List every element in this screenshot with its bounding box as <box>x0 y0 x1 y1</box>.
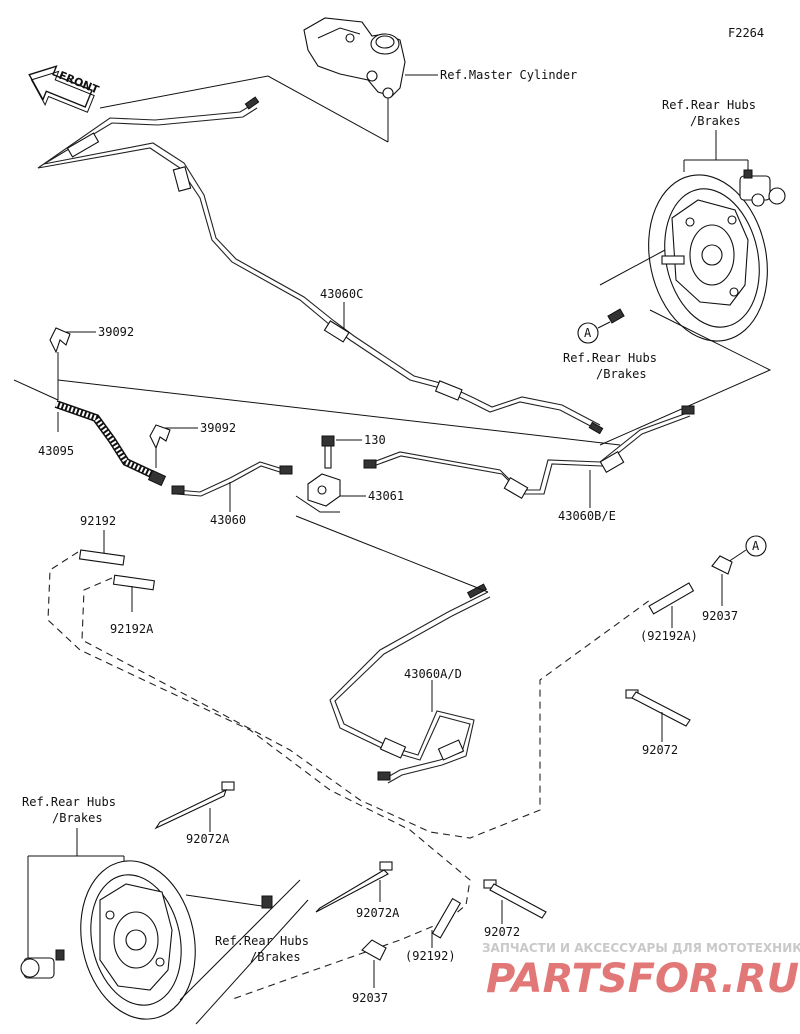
tube-92192a-paren <box>648 582 695 615</box>
label-43060ad: 43060A/D <box>404 667 462 681</box>
ref-rear-hubs-bottom-1: Ref.Rear Hubs <box>22 795 116 809</box>
ref-master-cylinder: Ref.Master Cylinder <box>440 68 577 82</box>
ref-rear-hubs-mid-2: /Brakes <box>596 367 647 381</box>
figure-code: F2264 <box>728 26 764 40</box>
label-92072-a: 92072 <box>642 743 678 757</box>
label-92037-b: 92037 <box>352 991 388 1005</box>
hose-43095 <box>54 400 167 487</box>
front-arrow-icon <box>28 65 95 113</box>
label-92072-b: 92072 <box>484 925 520 939</box>
label-39092-b: 39092 <box>200 421 236 435</box>
ref-rear-hubs-top-1: Ref.Rear Hubs <box>662 98 756 112</box>
label-92192-paren: (92192) <box>405 949 456 963</box>
master-cylinder <box>303 17 406 99</box>
pipe-43060be <box>363 405 695 499</box>
svg-text:A: A <box>752 539 760 553</box>
joint-43061 <box>307 473 341 507</box>
label-92192a: 92192A <box>110 622 154 636</box>
watermark-logo: PARTSFOR.RU <box>486 956 799 1002</box>
rear-brake-drum-bottom <box>80 860 196 1020</box>
label-92072a-b: 92072A <box>356 906 400 920</box>
wheel-cylinder-top <box>739 169 786 207</box>
label-92192: 92192 <box>80 514 116 528</box>
label-43060be: 43060B/E <box>558 509 616 523</box>
label-92072a-a: 92072A <box>186 832 230 846</box>
strap-92072-a <box>625 689 691 727</box>
label-43060c: 43060C <box>320 287 363 301</box>
label-43060: 43060 <box>210 513 246 527</box>
tube-92192a <box>112 574 155 591</box>
svg-text:A: A <box>584 326 592 340</box>
tube-92192-paren <box>431 897 462 939</box>
strap-92072a-a <box>154 781 235 830</box>
fitting-bottom <box>261 895 273 909</box>
callout-a-bottom: A <box>745 535 767 557</box>
ref-rear-hubs-mid-1: Ref.Rear Hubs <box>563 351 657 365</box>
clamp-92037-b <box>361 939 387 961</box>
strap-92072-b <box>483 879 547 919</box>
label-92192a-paren: (92192A) <box>640 629 698 643</box>
label-43061: 43061 <box>368 489 404 503</box>
label-92037-a: 92037 <box>702 609 738 623</box>
callout-a-top: A <box>577 322 599 344</box>
pipe-43060 <box>171 461 293 497</box>
clip-39092-a <box>49 327 71 354</box>
ref-rear-hubs-low-1: Ref.Rear Hubs <box>215 934 309 948</box>
pipe-43060c <box>37 96 604 435</box>
tube-92192 <box>78 549 125 566</box>
ref-rear-hubs-bottom-2: /Brakes <box>52 811 103 825</box>
ref-rear-hubs-top-2: /Brakes <box>690 114 741 128</box>
label-130: 130 <box>364 433 386 447</box>
rear-brake-drum-top <box>648 174 768 342</box>
wheel-cylinder-bottom <box>20 949 65 979</box>
label-43095: 43095 <box>38 444 74 458</box>
label-39092-a: 39092 <box>98 325 134 339</box>
bolt-130 <box>321 435 335 469</box>
clamp-92037-a <box>711 555 733 575</box>
watermark-tagline: ЗАПЧАСТИ И АКСЕССУАРЫ ДЛЯ МОТОТЕХНИКИ <box>482 941 800 955</box>
pipe-43060ad <box>329 583 491 784</box>
strap-92072a-b <box>315 861 393 913</box>
fitting-top <box>607 308 625 324</box>
ref-rear-hubs-low-2: /Brakes <box>250 950 301 964</box>
